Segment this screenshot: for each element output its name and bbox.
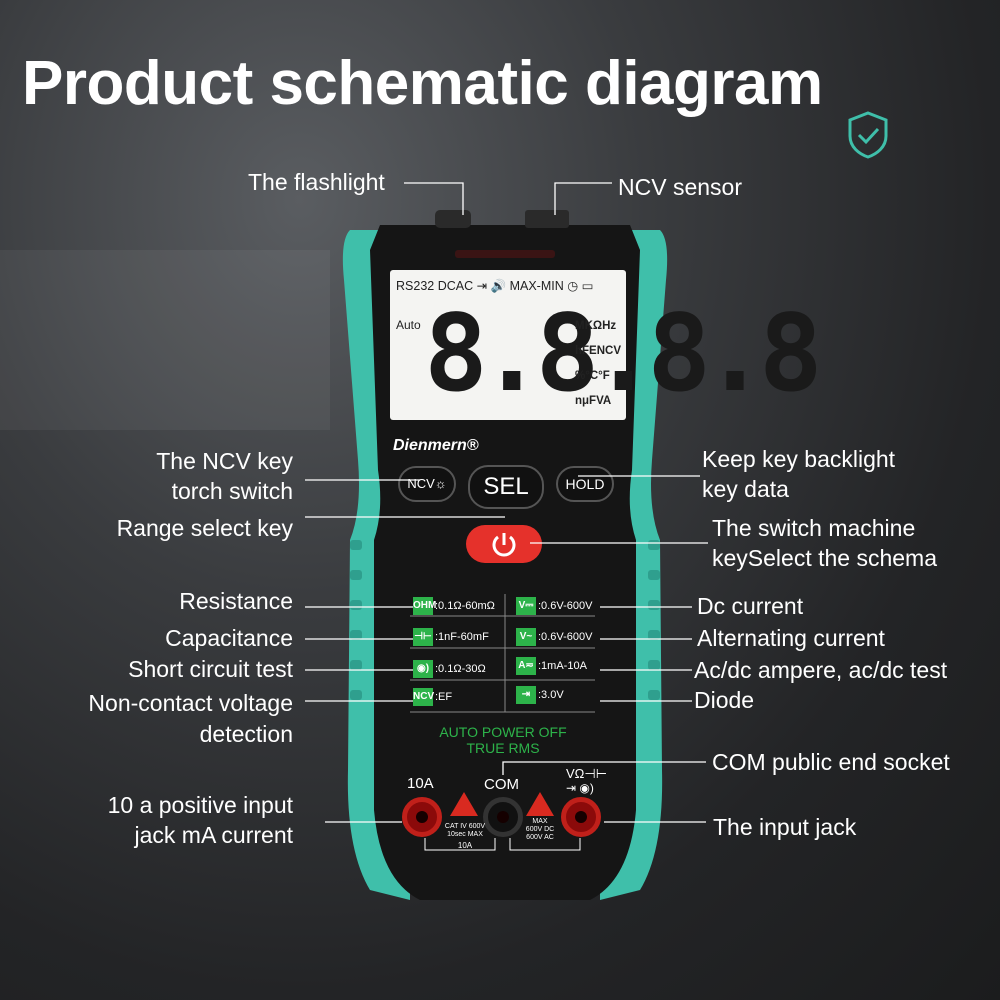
label-ncv-key-1: The NCV key (156, 448, 293, 474)
rating-text-left: CAT IV 600V 10sec MAX (444, 823, 486, 838)
label-com-socket: COM public end socket (712, 749, 950, 775)
power-button[interactable] (466, 525, 542, 563)
auto-power-off-label: AUTO POWER OFF (439, 724, 567, 740)
spec-icon-ac-voltage: V~ (516, 628, 536, 646)
lcd-unit-4: nμFVA (575, 395, 612, 407)
sel-key-button[interactable]: SEL (468, 465, 544, 509)
spec-icon-continuity: ◉) (413, 660, 433, 678)
jack-label-vohm: VΩ⊣⊢ (566, 766, 608, 781)
spec-text-resistance: :0.1Ω-60mΩ (435, 600, 495, 612)
label-10a-input-1: 10 a positive input (107, 792, 293, 818)
label-ncv-key-2: torch switch (171, 478, 293, 504)
label-10a-input-2: jack mA current (134, 822, 294, 848)
label-switch-2: keySelect the schema (712, 545, 938, 571)
jack-label-com: COM (484, 776, 519, 793)
label-switch-1: The switch machine (712, 515, 916, 541)
label-capacitance: Capacitance (165, 625, 293, 651)
lcd-status-row: RS232 DCAC ⇥ 🔊 MAX-MIN ◷ ▭ (396, 279, 594, 293)
lcd-display: RS232 DCAC ⇥ 🔊 MAX-MIN ◷ ▭ Auto 8.8.8.8 … (390, 270, 823, 420)
lcd-unit-3: %°C°F (575, 370, 610, 382)
rating-text-10a: 10A (457, 841, 473, 850)
power-icon (492, 533, 516, 557)
spec-text-dc-voltage: :0.6V-600V (538, 600, 593, 612)
lcd-auto-label: Auto (396, 318, 421, 332)
spec-text-diode: :3.0V (538, 689, 564, 701)
spec-icon-diode: ⇥ (516, 686, 536, 704)
spec-icon-capacitance: ⊣⊢ (413, 628, 433, 646)
label-keep-key-1: Keep key backlight (702, 446, 896, 472)
label-keep-key-2: key data (702, 476, 789, 502)
auto-power-off-text: AUTO POWER OFF TRUE RMS (410, 724, 596, 756)
label-flashlight: The flashlight (248, 169, 385, 195)
spec-text-ampere: :1mA-10A (538, 660, 587, 672)
ncv-key-button[interactable]: NCV☼ (398, 466, 456, 502)
label-input-jack: The input jack (713, 814, 857, 840)
spec-text-continuity: :0.1Ω-30Ω (435, 663, 486, 675)
spec-text-capacitance: :1nF-60mF (435, 631, 489, 643)
label-alt-current: Alternating current (697, 625, 885, 651)
label-dc-current: Dc current (697, 593, 804, 619)
warning-icon-left (450, 792, 478, 816)
label-range-select: Range select key (116, 515, 293, 541)
label-diode: Diode (694, 687, 755, 713)
brand-logo: Dienmern® (393, 437, 479, 454)
shield-check-icon (848, 111, 888, 159)
page-title: Product schematic diagram (22, 49, 823, 118)
label-ncv-detect-2: detection (199, 721, 293, 747)
jack-10a[interactable] (402, 797, 442, 837)
jack-input[interactable] (561, 797, 601, 837)
label-resistance: Resistance (179, 588, 293, 614)
label-short-circuit: Short circuit test (128, 656, 293, 682)
lcd-unit-1: MKΩHz (575, 320, 617, 332)
jack-label-diode: ⇥ ◉) (566, 781, 594, 795)
spec-icon-resistance: OHM (413, 597, 436, 615)
spec-icon-ampere: A≂ (516, 657, 536, 675)
spec-icon-dc-voltage: V⎓ (516, 597, 536, 615)
lcd-digits: 8.8.8.8 (424, 292, 823, 415)
rating-text-right: MAX 600V DC 600V AC (525, 818, 555, 841)
label-ncv-detect-1: Non-contact voltage (88, 690, 293, 716)
spec-icon-ncv: NCV (413, 688, 434, 706)
hold-key-button[interactable]: HOLD (556, 466, 614, 502)
lcd-unit-2: hFENCV (575, 345, 621, 357)
true-rms-label: TRUE RMS (466, 740, 540, 756)
label-ncv-sensor: NCV sensor (618, 174, 742, 200)
jack-com[interactable] (483, 797, 523, 837)
label-acdc-ampere: Ac/dc ampere, ac/dc test (694, 657, 948, 683)
background-panel (0, 250, 330, 430)
jack-label-10a: 10A (407, 775, 434, 792)
warning-icon-right (526, 792, 554, 816)
spec-text-ncv: :EF (435, 691, 453, 703)
spec-text-ac-voltage: :0.6V-600V (538, 631, 593, 643)
